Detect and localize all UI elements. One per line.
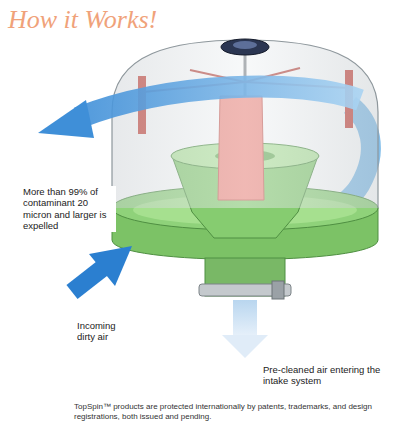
outlet-arrow [222,335,268,358]
green-base [272,281,284,299]
inlet-arrow [72,246,132,292]
page-title: How it Works! [8,4,157,35]
footnote-caption: TopSpin™ products are protected internat… [74,402,396,421]
clear-dome [112,40,378,208]
swirl-arrow-upper [38,86,360,138]
outlet-arrow [222,300,268,358]
callout-label: More than 99% of contaminant 20 micron a… [22,186,116,232]
swirl-arrow-upper [78,86,360,118]
callout-label: Incoming dirty air [76,320,136,343]
clear-dome [233,41,257,49]
callout-label: Pre-cleaned air entering the intake syst… [262,364,396,387]
clear-dome [112,39,378,208]
outlet-arrow [233,300,257,336]
clear-dome [221,39,269,55]
inlet-arrow [72,267,104,292]
inlet-arrow [89,246,132,286]
swirl-arrow-upper [38,100,94,138]
